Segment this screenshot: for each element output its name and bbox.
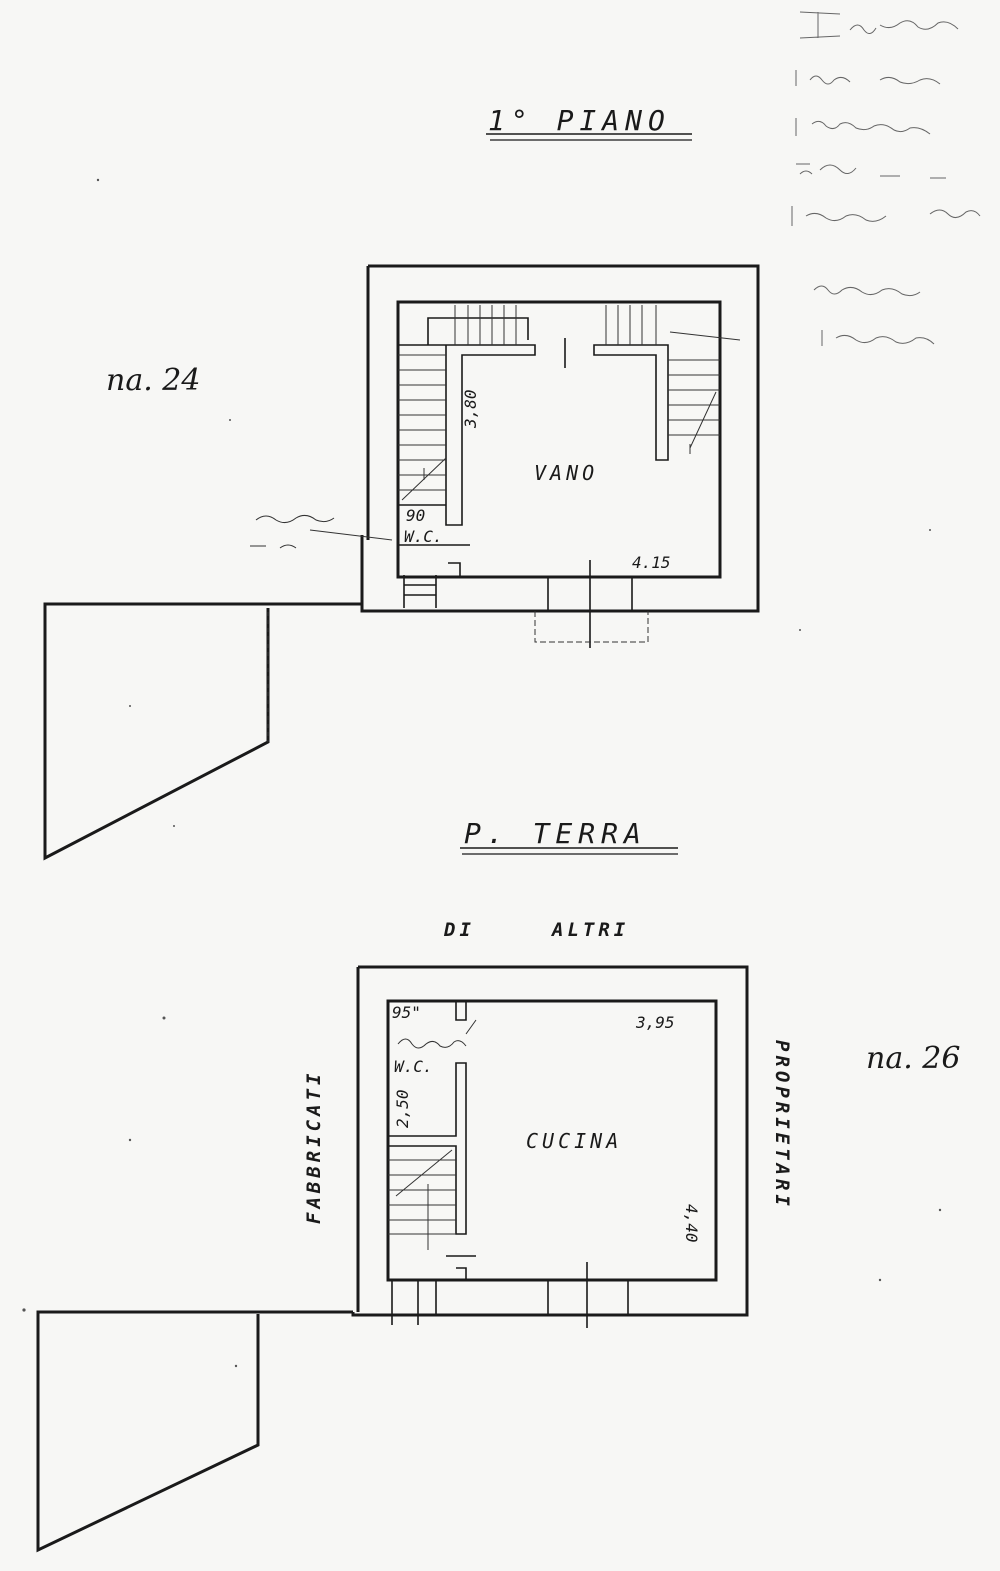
upper-height-dimension: 3,80 <box>461 389 480 429</box>
ground-left-text: FABBRICATI <box>303 1070 325 1224</box>
upper-wc-dimension: 90 <box>406 506 425 525</box>
ground-wc-height-dimension: 2,50 <box>393 1089 412 1128</box>
ground-adjoining-outline <box>36 1310 353 1553</box>
upper-balcony <box>534 611 649 643</box>
ground-wc-label: W.C. <box>394 1057 433 1076</box>
upper-unit-label: na. 24 <box>106 363 200 398</box>
upper-exterior-wall <box>360 264 760 613</box>
upper-wc-note-scribble <box>250 514 335 549</box>
ground-top-text-2: ALTRI <box>550 919 629 941</box>
upper-right-staircase <box>593 305 741 461</box>
upper-width-dimension: 4.15 <box>632 553 671 572</box>
ground-floor-plan <box>36 965 749 1553</box>
ground-unit-label: na. 26 <box>866 1041 960 1076</box>
ground-exterior-wall <box>351 965 749 1317</box>
ground-interior-wall <box>386 999 718 1282</box>
ground-staircase <box>388 1149 476 1257</box>
upper-room-label: VANO <box>534 461 598 485</box>
ground-floor-title: P. TERRA <box>464 817 647 850</box>
scan-speckles <box>22 178 942 1368</box>
upper-left-staircase <box>398 305 536 526</box>
upper-interior-wall <box>396 300 722 579</box>
ground-height-dimension: 4,40 <box>682 1204 701 1243</box>
upper-wc-label: W.C. <box>404 527 443 546</box>
ground-wc-width-dimension: 95" <box>392 1003 421 1022</box>
ground-right-text: PROPRIETARI <box>771 1040 793 1210</box>
ground-top-text-1: DI <box>443 919 475 941</box>
ground-width-dimension: 3,95 <box>635 1013 675 1032</box>
upper-floor-plan <box>43 264 760 861</box>
margin-scribbles <box>791 11 981 346</box>
ground-wc-note-scribble <box>397 1019 477 1049</box>
upper-adjoining-outline <box>43 602 362 861</box>
upper-floor-title: 1° PIANO <box>488 104 671 137</box>
ground-room-label: CUCINA <box>526 1129 622 1153</box>
